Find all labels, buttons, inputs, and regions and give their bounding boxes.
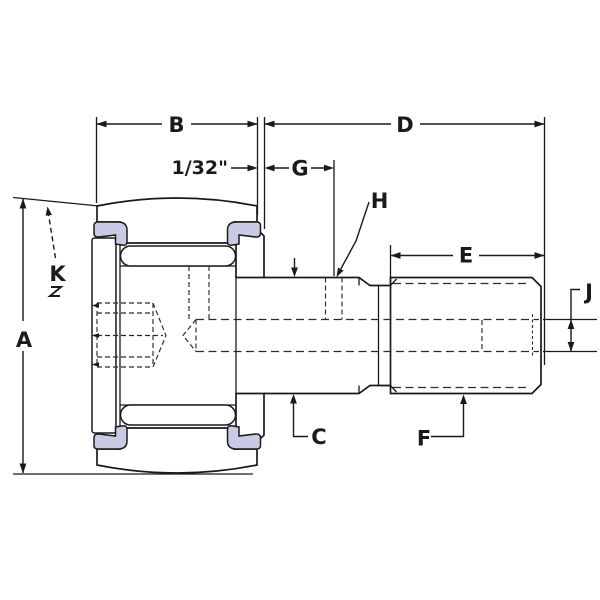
needle-roller-bottom bbox=[119, 404, 237, 426]
dim-label-k: K bbox=[49, 262, 66, 286]
needle-rollers bbox=[119, 245, 237, 426]
dimension-j: J bbox=[567, 280, 593, 352]
reference-squiggle bbox=[47, 286, 64, 297]
dimension-e: E bbox=[390, 244, 545, 268]
needle-roller-top bbox=[119, 245, 237, 267]
shank-radial-hole bbox=[324, 277, 343, 320]
stud-shank bbox=[264, 276, 391, 395]
outer-ring-bottom-section bbox=[96, 427, 258, 474]
dim-label-h: H bbox=[371, 189, 389, 213]
flange-top-section bbox=[235, 230, 265, 279]
seal-top-right bbox=[226, 221, 262, 246]
dimension-h: H bbox=[336, 189, 389, 277]
shank-top-edge bbox=[264, 276, 391, 287]
extension-lines bbox=[12, 117, 597, 475]
seal-bottom-right bbox=[226, 425, 262, 450]
hidden-axial-hole bbox=[182, 314, 539, 357]
shank-bottom-edge bbox=[264, 384, 391, 395]
dimension-offset: 1/32" bbox=[172, 157, 258, 179]
dim-label-d: D bbox=[396, 113, 413, 137]
dim-label-f: F bbox=[417, 427, 431, 451]
dim-label-g: G bbox=[291, 157, 308, 181]
dimension-g: G bbox=[264, 157, 334, 181]
drill-cone bbox=[182, 319, 197, 352]
seals bbox=[93, 221, 262, 450]
thread-outline bbox=[389, 276, 542, 395]
hidden-hex-socket bbox=[91, 302, 167, 368]
hidden-radial-holes bbox=[188, 266, 343, 320]
dimension-f: F bbox=[417, 394, 467, 451]
stud-flange bbox=[235, 230, 265, 441]
dimension-d: D bbox=[264, 113, 545, 137]
head-radial-hole bbox=[188, 266, 210, 320]
dimension-c: C bbox=[290, 258, 327, 449]
dimension-a: A bbox=[16, 198, 33, 474]
dim-label-offset: 1/32" bbox=[172, 157, 229, 179]
threaded-end bbox=[389, 276, 542, 395]
outer-ring-top-section bbox=[96, 197, 258, 244]
socket-cone bbox=[152, 302, 167, 368]
dim-label-b: B bbox=[168, 113, 184, 137]
dimension-b: B bbox=[96, 113, 258, 137]
dim-label-c: C bbox=[311, 425, 326, 449]
thread-entry-chamfer bbox=[390, 278, 397, 393]
crown-tangent-line bbox=[12, 196, 100, 207]
outer-ring bbox=[96, 197, 258, 474]
dim-label-e: E bbox=[459, 244, 473, 268]
flange-bottom-section bbox=[235, 392, 265, 441]
dim-label-a: A bbox=[16, 328, 33, 352]
dimension-k: K bbox=[45, 206, 66, 297]
dim-label-j: J bbox=[583, 280, 593, 304]
